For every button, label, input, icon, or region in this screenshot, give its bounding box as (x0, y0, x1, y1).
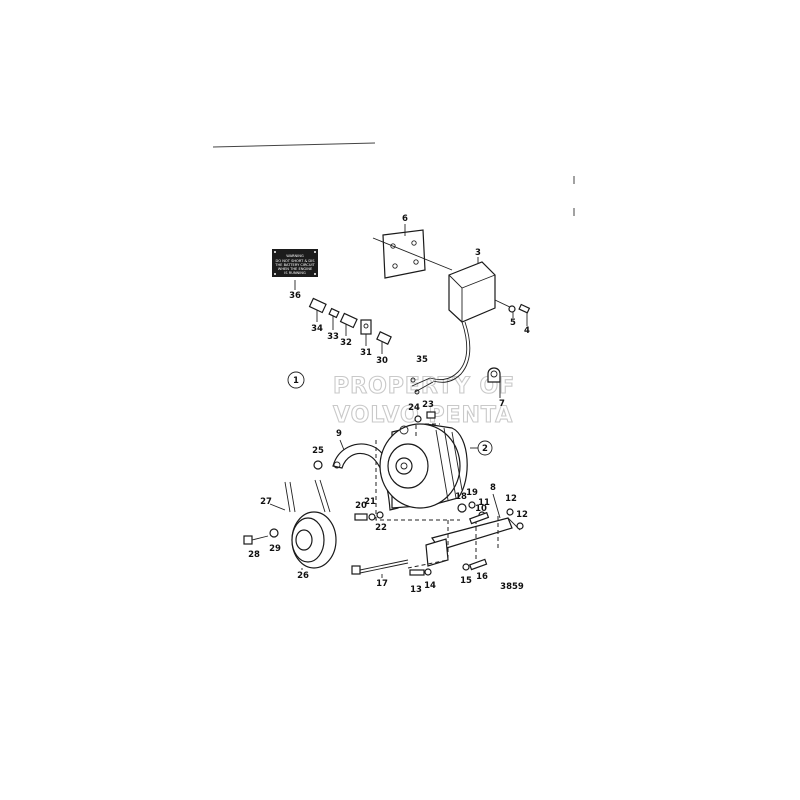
callout-32: 32 (340, 338, 352, 348)
part-25-bolt (313, 460, 323, 470)
callout-2-badge: 2 (477, 440, 493, 456)
part-23-nut (426, 411, 436, 419)
callout-21: 21 (364, 497, 376, 507)
callout-labels: 6 3 4 5 36 34 33 32 31 30 35 7 24 23 2 9… (248, 214, 530, 595)
part-29-washer (269, 528, 279, 538)
part-27-v-belt (284, 479, 331, 513)
part-7-clamp (487, 367, 501, 396)
part-6-bracket (372, 229, 453, 279)
callout-20: 20 (355, 501, 367, 511)
watermark-line-1: PROPERTY OF (333, 374, 515, 399)
callout-34: 34 (311, 324, 323, 334)
callout-12-upper: 12 (505, 494, 517, 504)
part-8-mounting-bracket (407, 516, 521, 569)
parts-10-19-fasteners (409, 501, 524, 576)
warning-line-2: THE BATTERY CIRCUIT (274, 263, 315, 267)
callout-28: 28 (248, 550, 260, 560)
part-24-washer (414, 415, 422, 423)
callout-19: 19 (466, 488, 478, 498)
callout-25: 25 (312, 446, 324, 456)
callout-4: 4 (524, 326, 530, 336)
leader-lines (269, 224, 528, 578)
callout-5: 5 (510, 318, 516, 328)
warning-title: WARNING (286, 254, 304, 258)
callout-6: 6 (402, 214, 408, 224)
callout-11: 11 (478, 498, 490, 508)
part-3-rectifier (429, 261, 513, 383)
part-28-bolt (243, 535, 269, 545)
callout-2: 2 (482, 444, 488, 454)
warning-line-4: IS RUNNING (284, 271, 306, 275)
callout-3: 3 (475, 248, 481, 258)
callout-17: 17 (376, 579, 388, 589)
callout-23: 23 (422, 400, 434, 410)
callout-29: 29 (269, 544, 281, 554)
callout-33: 33 (327, 332, 339, 342)
callout-9: 9 (336, 429, 342, 439)
drawing-number: 3859 (500, 582, 524, 592)
callout-14: 14 (424, 581, 436, 591)
callout-26: 26 (297, 571, 309, 581)
part-17-long-bolt (351, 559, 409, 575)
group-number: 1 (293, 376, 299, 386)
callout-35: 35 (416, 355, 428, 365)
callout-16: 16 (476, 572, 488, 582)
scan-top-line (212, 142, 376, 148)
group-number-badge: 1 (287, 371, 305, 389)
callout-22: 22 (375, 523, 387, 533)
callout-7: 7 (499, 399, 505, 409)
part-5-washer (508, 305, 516, 313)
callout-13: 13 (410, 585, 422, 595)
part-36-warning-plate: WARNING DO NOT SHORT & DIS THE BATTERY C… (272, 249, 318, 277)
warning-line-1: DO NOT SHORT & DIS (275, 259, 315, 263)
part-4-screw (518, 303, 531, 314)
callout-30: 30 (376, 356, 388, 366)
part-35-cable-ends (410, 377, 434, 395)
part-2-alternator (375, 423, 468, 521)
callout-8: 8 (490, 483, 496, 493)
parts-20-22-fasteners (354, 511, 384, 521)
callout-27: 27 (260, 497, 272, 507)
part-26-pulley (291, 511, 337, 569)
callout-15: 15 (460, 576, 472, 586)
callout-36: 36 (289, 291, 301, 301)
callout-18: 18 (455, 492, 467, 502)
callout-10: 10 (475, 504, 487, 514)
callout-24: 24 (408, 403, 420, 413)
warning-line-3: WHEN THE ENGINE (278, 267, 313, 271)
callout-31: 31 (360, 348, 372, 358)
callout-12-lower: 12 (516, 510, 528, 520)
